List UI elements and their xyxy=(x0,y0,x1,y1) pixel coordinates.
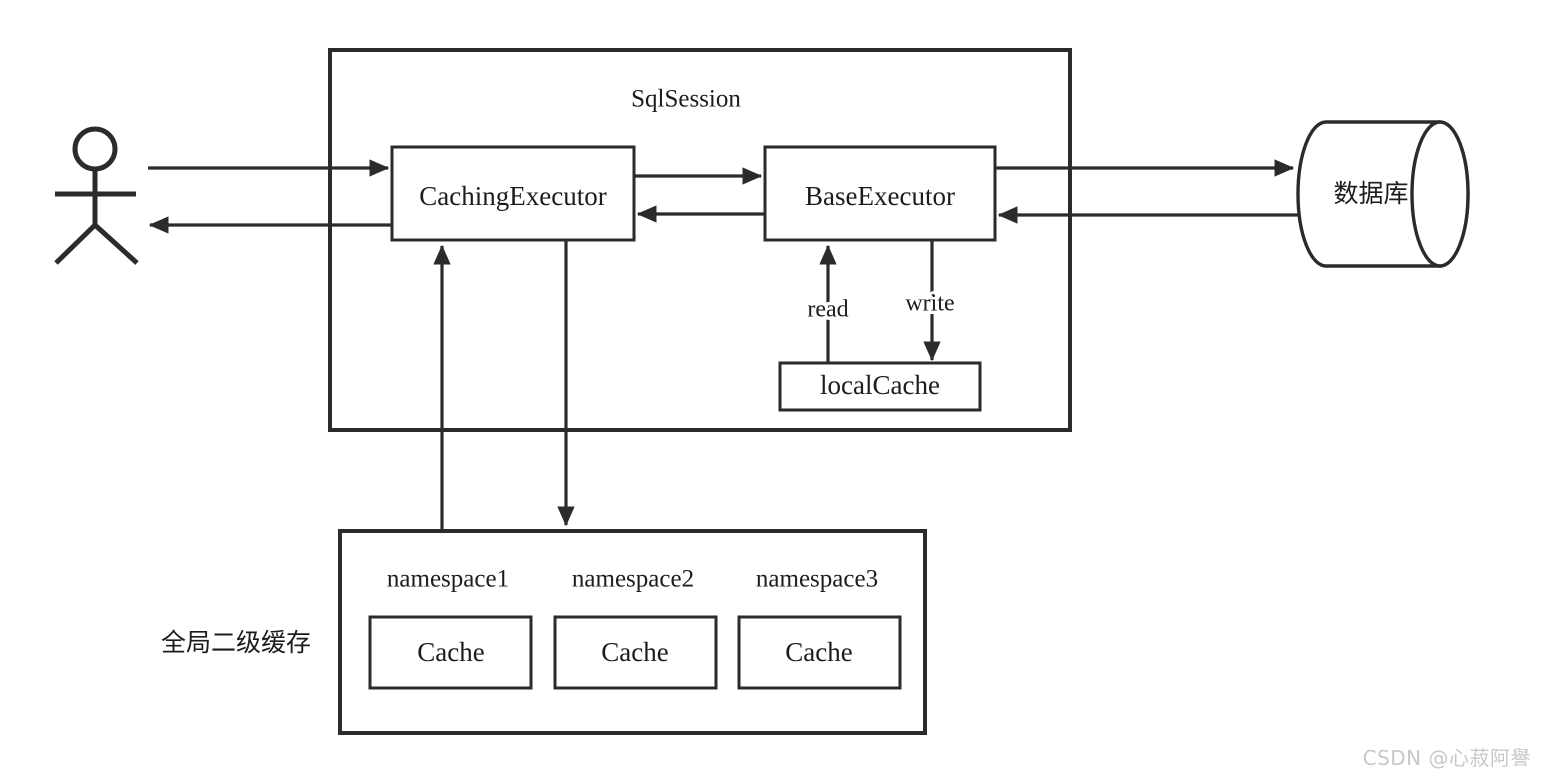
namespace2-cache-box[interactable] xyxy=(553,615,718,690)
actor-leg-left-icon xyxy=(54,223,97,265)
sqlsession-title: SqlSession xyxy=(631,86,741,113)
local-cache-box[interactable] xyxy=(778,361,982,412)
global-cache-container xyxy=(338,529,927,735)
namespace3-label: namespace3 xyxy=(756,566,878,593)
namespace2-cache-label: Cache xyxy=(601,637,668,667)
write-edge-label: write xyxy=(905,291,954,317)
read-edge-label: read xyxy=(807,297,848,323)
csdn-watermark: CSDN @心菽阿譽 xyxy=(1362,746,1531,770)
global-cache-label: 全局二级缓存 xyxy=(161,628,311,657)
caching-executor-box[interactable] xyxy=(390,145,636,242)
local-cache-label: localCache xyxy=(820,370,940,400)
namespace3-cache-box[interactable] xyxy=(737,615,902,690)
base-executor-box[interactable] xyxy=(763,145,997,242)
sqlsession-container xyxy=(328,48,1072,432)
caching-executor-label: CachingExecutor xyxy=(419,181,606,211)
actor-head-icon xyxy=(72,126,118,172)
namespace1-cache-label: Cache xyxy=(417,637,484,667)
database-label: 数据库 xyxy=(1333,179,1408,208)
database-cap xyxy=(1410,120,1470,268)
user-actor xyxy=(54,126,139,265)
namespace1-cache-box[interactable] xyxy=(368,615,533,690)
actor-leg-right-icon xyxy=(93,223,139,265)
namespace1-label: namespace1 xyxy=(387,566,509,593)
base-executor-label: BaseExecutor xyxy=(805,181,955,211)
database-cylinder-icon[interactable] xyxy=(1296,120,1470,268)
namespace2-label: namespace2 xyxy=(572,566,694,593)
namespace3-cache-label: Cache xyxy=(785,637,852,667)
